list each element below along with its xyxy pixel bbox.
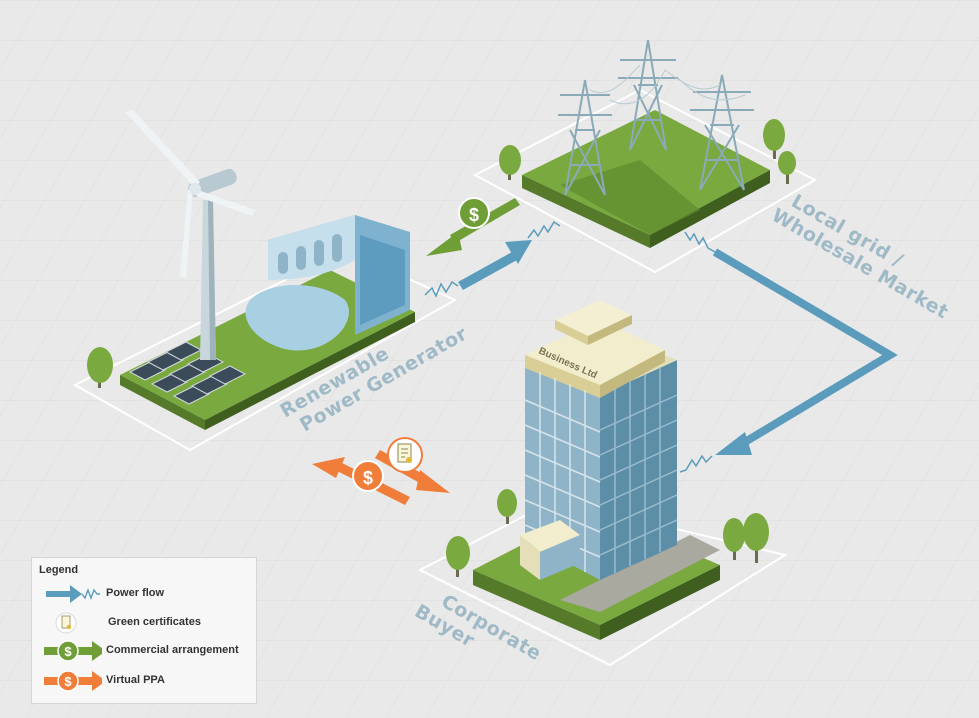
legend: Legend Power flow Green certificates $ C… [31,557,257,704]
svg-text:$: $ [64,674,72,689]
legend-item-commercial-arrangement: $ Commercial arrangement [32,639,258,663]
dollar-icon: $ [363,468,373,488]
legend-label: Virtual PPA [106,674,165,686]
certificate-icon [388,438,422,472]
legend-label: Green certificates [108,616,201,628]
legend-title: Legend [39,564,78,576]
power-flow-arrow-icon [38,582,102,606]
legend-item-power-flow: Power flow [32,582,258,606]
legend-label: Power flow [106,587,164,599]
dollar-icon: $ [469,205,479,225]
legend-item-green-certificates: Green certificates [32,611,258,635]
certificate-icon [38,611,102,635]
legend-label: Commercial arrangement [106,644,239,656]
dollar-arrow-orange-icon: $ [38,669,102,693]
dollar-arrow-green-icon: $ [38,639,102,663]
legend-item-virtual-ppa: $ Virtual PPA [32,669,258,693]
svg-text:$: $ [64,644,72,659]
